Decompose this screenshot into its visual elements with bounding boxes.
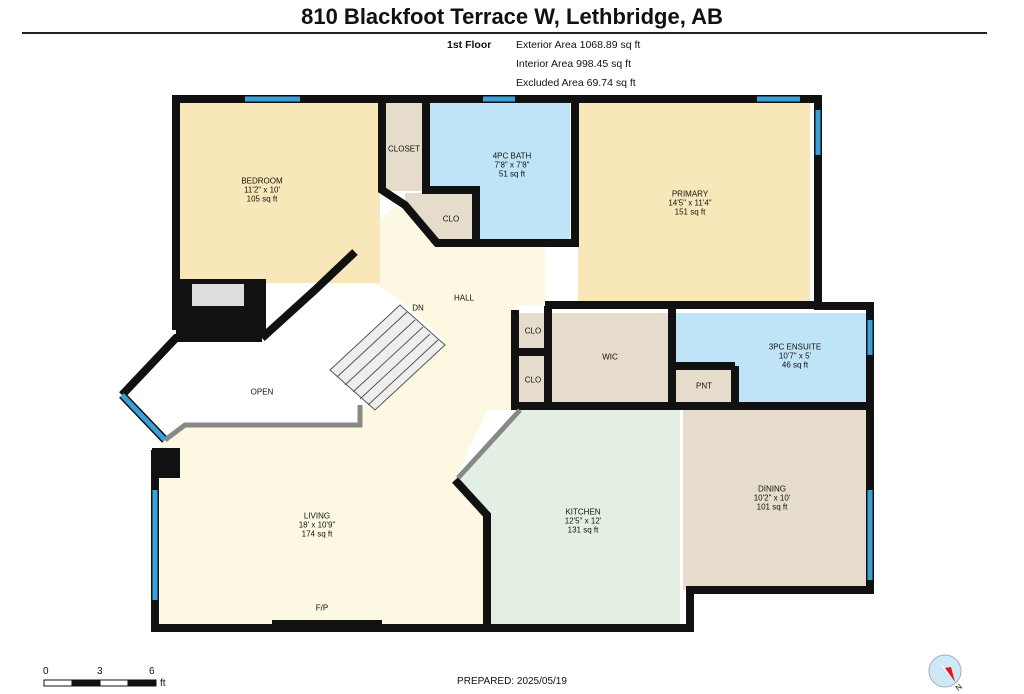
room-hall: HALL xyxy=(453,293,475,303)
staircase xyxy=(329,304,446,411)
room-pantry: PNT xyxy=(696,381,712,391)
scale-tick-6: 6 xyxy=(149,666,155,677)
clo-floor xyxy=(405,193,473,240)
room-wic: WIC xyxy=(602,352,618,362)
room-clo-3: CLO xyxy=(524,375,542,385)
title-divider xyxy=(22,32,987,34)
room-closet: CLOSET xyxy=(387,144,421,154)
pnt-floor xyxy=(676,370,732,403)
room-clo: CLO xyxy=(442,214,460,224)
kitchen-floor xyxy=(455,410,680,625)
scale-tick-3: 3 xyxy=(97,666,103,677)
compass-icon xyxy=(928,654,962,688)
exterior-area: Exterior Area 1068.89 sq ft xyxy=(516,39,641,51)
scale-bar xyxy=(43,679,157,687)
wic-floor xyxy=(550,313,670,403)
excluded-area: Excluded Area 69.74 sq ft xyxy=(516,77,636,89)
interior-area: Interior Area 998.45 sq ft xyxy=(516,58,631,70)
floor-name: 1st Floor xyxy=(447,39,492,51)
clo2-floor xyxy=(517,313,545,350)
bedroom-floor xyxy=(180,103,380,283)
area-summary: Exterior Area 1068.89 sq ft Interior Are… xyxy=(516,36,640,93)
room-clo-2: CLO xyxy=(524,326,542,336)
hall-floor xyxy=(160,205,545,625)
stairs-dn: DN xyxy=(412,303,424,313)
dining-floor xyxy=(683,410,866,590)
scale-unit: ft xyxy=(160,678,166,689)
prepared-date: PREPARED: 2025/05/19 xyxy=(457,676,567,687)
scale-tick-0: 0 xyxy=(43,666,49,677)
primary-floor xyxy=(578,103,810,303)
page-title: 810 Blackfoot Terrace W, Lethbridge, AB xyxy=(301,4,723,29)
room-open: OPEN xyxy=(250,387,274,397)
fireplace-label: F/P xyxy=(315,603,329,613)
walls xyxy=(119,95,874,632)
clo3-floor xyxy=(517,355,545,403)
closet-floor xyxy=(386,103,422,191)
windows xyxy=(120,96,873,600)
